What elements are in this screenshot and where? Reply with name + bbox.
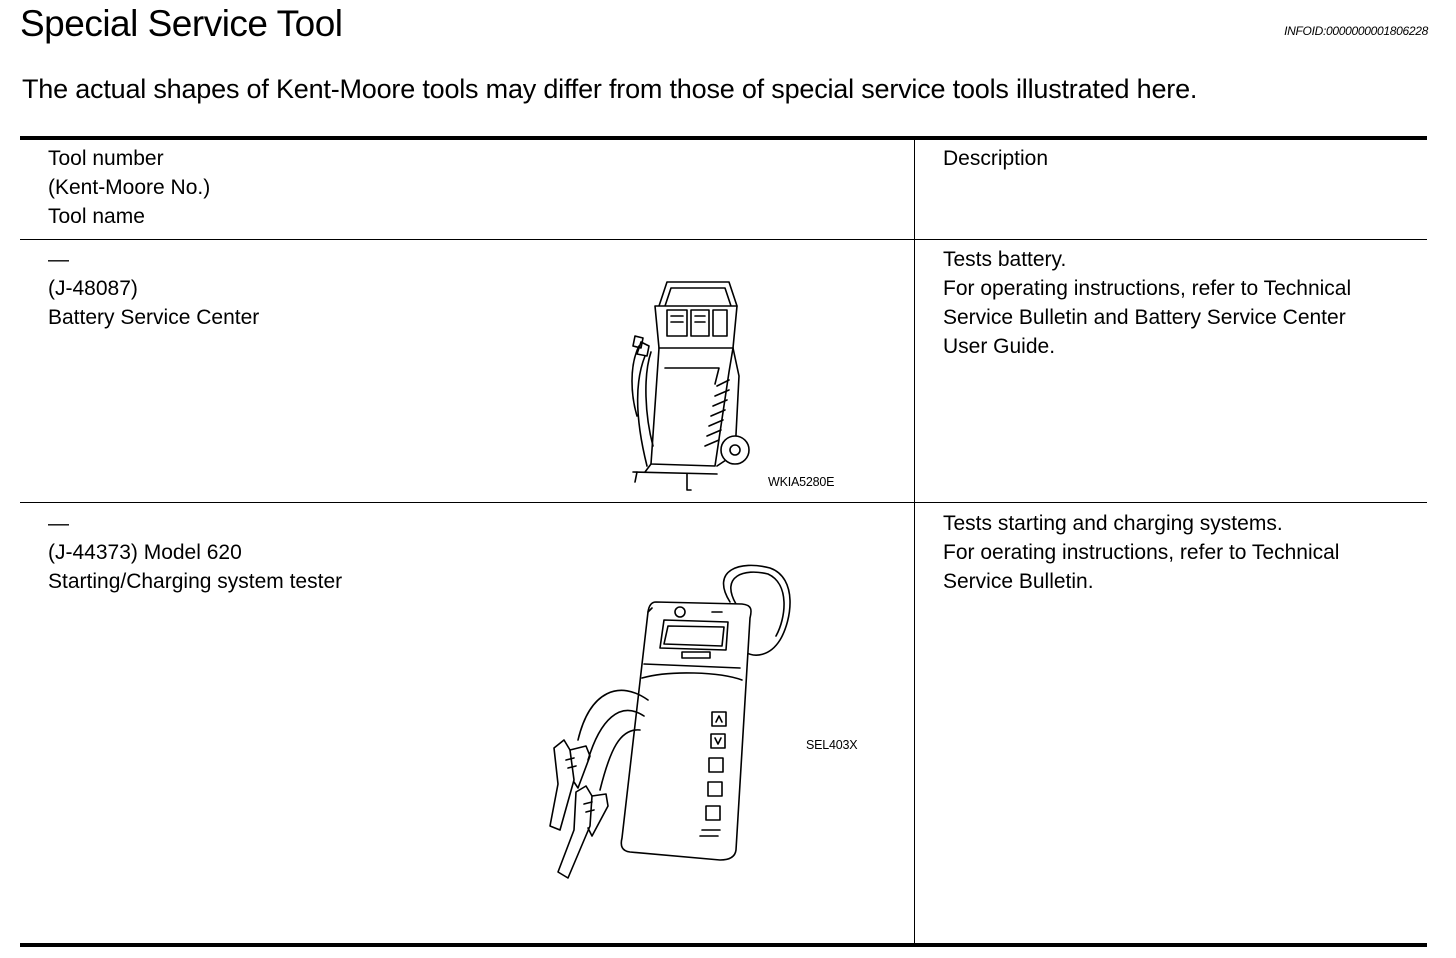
row-2-description-line: Service Bulletin. [943,570,1094,593]
row-divider [20,502,1427,503]
row-1-tool-cell: — (J-48087) Battery Service Center [48,245,259,332]
row-2-tool-number: — [48,512,69,535]
header-description: Description [943,147,1049,170]
row-1-description-line: For operating instructions, refer to Tec… [943,277,1352,300]
header-tool-cell: Tool number (Kent-Moore No.) Tool name [48,144,210,231]
intro-text: The actual shapes of Kent-Moore tools ma… [22,74,1198,104]
row-2-tool-cell: — (J-44373) Model 620 Starting/Charging … [48,509,342,596]
header-tool-number: Tool number [48,147,164,170]
row-1-tool-name: Battery Service Center [48,306,260,329]
row-1-image-code: WKIA5280E [768,475,835,489]
header-tool-name: Tool name [48,205,145,228]
header-divider [20,239,1427,240]
row-1-description-line: Tests battery. [943,248,1067,271]
row-2-image-code: SEL403X [806,738,858,752]
row-2-description-cell: Tests starting and charging systems. For… [943,509,1339,596]
header-kent-moore-no: (Kent-Moore No.) [48,176,211,199]
row-2-description-line: Tests starting and charging systems. [943,512,1283,535]
battery-service-center-illustration-icon [631,281,750,491]
table-bottom-rule [20,943,1427,947]
row-2-tool-name: Starting/Charging system tester [48,570,343,593]
row-2-kent-moore-no: (J-44373) Model 620 [48,541,242,564]
row-1-description-cell: Tests battery. For operating instruction… [943,245,1351,361]
charging-system-tester-illustration-icon [549,564,791,879]
page-title: Special Service Tool [20,3,343,44]
row-1-description-line: User Guide. [943,335,1056,358]
row-1-kent-moore-no: (J-48087) [48,277,138,300]
table-top-rule [20,136,1427,140]
header-description-cell: Description [943,144,1048,173]
row-1-description-line: Service Bulletin and Battery Service Cen… [943,306,1346,329]
info-id: INFOID:0000000001806228 [1284,24,1428,38]
row-2-description-line: For oerating instructions, refer to Tech… [943,541,1340,564]
column-divider [914,140,915,944]
row-1-tool-number: — [48,248,69,271]
